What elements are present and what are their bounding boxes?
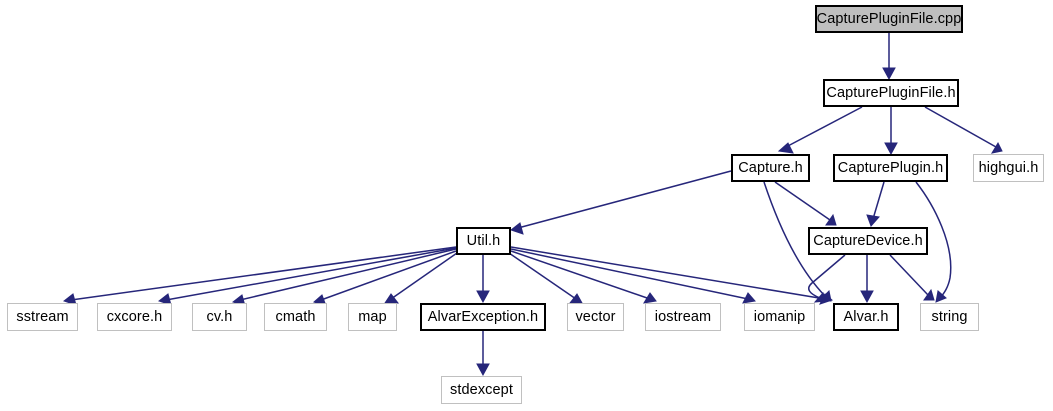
arrowhead-icon [866, 214, 880, 227]
edge-line [390, 252, 458, 300]
edge-line [517, 170, 732, 229]
edge-CapturePluginFile-h-to-Capture-h [777, 106, 863, 154]
node-label: cv.h [206, 309, 233, 325]
edge-line [510, 246, 826, 300]
node-cxcore-h[interactable]: cxcore.h [97, 303, 172, 331]
node-label: CapturePlugin.h [837, 160, 944, 176]
node-AlvarException-h[interactable]: AlvarException.h [420, 303, 546, 331]
edge-line [320, 250, 457, 301]
node-label: CapturePluginFile.h [826, 85, 956, 101]
edge-Util-h-to-Alvar-h [510, 246, 833, 305]
node-CapturePluginFile-cpp[interactable]: CapturePluginFile.cpp [815, 5, 963, 33]
edge-line [70, 246, 457, 301]
node-Util-h[interactable]: Util.h [456, 227, 511, 255]
arrowhead-icon [882, 67, 896, 81]
edge-CaptureDevice-h-to-Alvar-h [860, 255, 874, 304]
arrowhead-icon [476, 290, 490, 304]
arrowhead-icon [825, 213, 837, 226]
node-label: iomanip [753, 309, 806, 325]
edge-Capture-h-to-Util-h [509, 170, 732, 235]
arrowhead-icon [742, 292, 756, 304]
edge-line [508, 252, 577, 300]
node-label: Capture.h [738, 160, 803, 176]
edge-line [915, 181, 952, 298]
edge-line [510, 248, 749, 300]
edge-Util-h-to-AlvarException-h [476, 255, 490, 304]
arrowhead-icon [990, 141, 1003, 154]
arrowhead-icon [923, 288, 935, 301]
node-cmath[interactable]: cmath [264, 303, 327, 331]
node-Alvar-h[interactable]: Alvar.h [833, 303, 899, 331]
arrowhead-icon [860, 290, 874, 304]
node-label: string [931, 309, 968, 325]
edge-line [785, 106, 863, 148]
node-CapturePlugin-h[interactable]: CapturePlugin.h [833, 154, 948, 182]
edge-CapturePluginFile-h-to-CapturePlugin-h [884, 107, 898, 156]
node-vector[interactable]: vector [567, 303, 624, 331]
arrowhead-icon [777, 142, 794, 154]
node-label: stdexcept [450, 382, 513, 398]
edge-CaptureDevice-h-to-string [889, 254, 935, 301]
node-iostream[interactable]: iostream [645, 303, 721, 331]
node-label: cxcore.h [106, 309, 163, 325]
node-string[interactable]: string [920, 303, 979, 331]
edge-Util-h-to-cmath [313, 250, 457, 307]
edge-Capture-h-to-CaptureDevice-h [774, 181, 837, 226]
arrowhead-icon [509, 222, 524, 235]
edge-Util-h-to-map [384, 252, 458, 304]
node-highgui-h[interactable]: highgui.h [973, 154, 1044, 182]
node-label: CapturePluginFile.cpp [816, 11, 962, 27]
edge-CapturePluginFile-cpp-to-CapturePluginFile-h [882, 33, 896, 81]
edge-line [924, 106, 997, 148]
edge-Util-h-to-iomanip [510, 248, 756, 304]
node-cv-h[interactable]: cv.h [192, 303, 247, 331]
node-label: cmath [275, 309, 316, 325]
edge-line [808, 254, 846, 299]
node-label: Util.h [466, 233, 501, 249]
node-CapturePluginFile-h[interactable]: CapturePluginFile.h [823, 79, 959, 107]
node-label: Alvar.h [843, 309, 889, 325]
edge-line [872, 181, 885, 220]
arrowhead-icon [935, 290, 947, 303]
arrowhead-icon [643, 292, 657, 304]
node-label: sstream [16, 309, 69, 325]
edge-CapturePlugin-h-to-CaptureDevice-h [866, 181, 885, 227]
edge-line [774, 181, 831, 221]
node-stdexcept[interactable]: stdexcept [441, 376, 522, 404]
edge-Util-h-to-cxcore-h [157, 247, 457, 306]
node-map[interactable]: map [348, 303, 397, 331]
edge-CapturePlugin-h-to-string [915, 181, 952, 303]
node-label: AlvarException.h [427, 309, 539, 325]
node-label: iostream [654, 309, 712, 325]
arrowhead-icon [819, 293, 833, 305]
arrowhead-icon [476, 363, 490, 377]
node-sstream[interactable]: sstream [7, 303, 78, 331]
node-label: map [358, 309, 387, 325]
arrowhead-icon [884, 142, 898, 156]
edge-line [763, 181, 826, 297]
edge-AlvarException-h-to-stdexcept [476, 331, 490, 377]
node-CaptureDevice-h[interactable]: CaptureDevice.h [808, 227, 928, 255]
node-label: highgui.h [978, 160, 1039, 176]
edge-line [239, 248, 457, 301]
node-label: CaptureDevice.h [813, 233, 923, 249]
edge-line [889, 254, 929, 296]
node-label: vector [575, 309, 616, 325]
edge-CapturePluginFile-h-to-highgui-h [924, 106, 1003, 154]
node-iomanip[interactable]: iomanip [744, 303, 815, 331]
edge-Util-h-to-vector [508, 252, 583, 304]
node-Capture-h[interactable]: Capture.h [731, 154, 810, 182]
edge-Util-h-to-sstream [62, 246, 457, 306]
edge-line [165, 247, 457, 301]
edge-line [510, 250, 651, 300]
edge-Util-h-to-iostream [510, 250, 657, 304]
